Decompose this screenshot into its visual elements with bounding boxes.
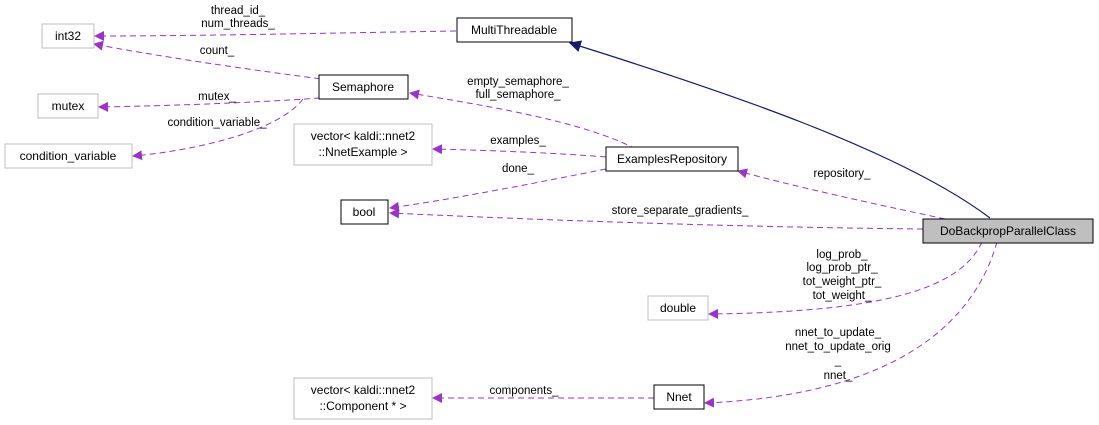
label-empty-semaphore: empty_semaphore_ [467,76,569,88]
label-examples: examples_ [490,135,546,147]
node-condition-variable: condition_variable [4,143,133,169]
edge-main-double [708,241,983,319]
node-vector-nnetexample-line1: vector< kaldi::nnet2 [311,129,416,143]
node-double: double [647,295,709,321]
label-full-semaphore: full_semaphore_ [475,89,561,101]
label-repository: repository_ [814,168,871,180]
edge-repository-semaphore [409,89,637,150]
node-examples-repository-label: ExamplesRepository [617,152,727,166]
node-double-label: double [660,301,696,315]
node-vector-nnetexample: vector< kaldi::nnet2 ::NnetExample > [293,123,433,166]
label-components: components_ [489,385,559,397]
edge-repository-bool [389,168,607,212]
node-multithreadable[interactable]: MultiThreadable [456,17,573,43]
node-mutex: mutex [37,93,99,119]
label-thread-id: thread_id_ [211,5,266,17]
label-nnet-to-update-orig: nnet_to_update_orig [785,341,891,353]
node-mutex-label: mutex [52,99,85,113]
node-vector-component: vector< kaldi::nnet2 ::Component * > [293,377,433,420]
label-count: count_ [200,45,235,57]
node-int32-label: int32 [55,29,81,43]
edge-labels: thread_id_ num_threads_ count_ mutex_ co… [167,5,890,397]
node-bool-label: bool [353,205,376,219]
label-log-prob-ptr: log_prob_ptr_ [807,262,879,274]
node-nnet-label: Nnet [666,390,692,404]
node-condition-variable-label: condition_variable [20,149,117,163]
nodes: int32 mutex condition_variable MultiThre… [4,17,1094,420]
label-condition-variable: condition_variable_ [167,117,267,129]
label-tot-weight: tot_weight_ [813,290,872,302]
node-nnet[interactable]: Nnet [653,384,705,410]
edge-main-nnet [704,241,998,408]
node-int32: int32 [41,23,95,49]
label-store-separate-gradients: store_separate_gradients_ [612,205,749,217]
node-do-backprop-parallel-class-label: DoBackpropParallelClass [940,224,1076,238]
label-log-prob: log_prob_ [816,249,868,261]
edge-semaphore-mutex [98,97,321,112]
node-examples-repository[interactable]: ExamplesRepository [605,146,739,172]
node-vector-component-line1: vector< kaldi::nnet2 [311,383,416,397]
label-nnet-to-update: nnet_to_update_ [795,327,882,339]
label-nnet: nnet_ [824,370,853,382]
edge-main-bool [389,208,924,230]
label-num-threads: num_threads_ [201,18,275,30]
node-multithreadable-label: MultiThreadable [471,23,557,37]
label-tot-weight-ptr: tot_weight_ptr_ [803,276,882,288]
edges [93,30,998,408]
node-semaphore[interactable]: Semaphore [318,74,409,100]
edge-semaphore-condvar [132,98,304,161]
edge-repository-vector-example [432,144,607,158]
label-underscore: _ [834,355,842,367]
node-bool: bool [340,199,389,225]
edge-semaphore-int32 [93,40,331,81]
edge-main-repository [737,168,946,220]
node-vector-component-line2: ::Component * > [319,399,406,413]
node-do-backprop-parallel-class[interactable]: DoBackpropParallelClass [922,218,1094,244]
edge-multithreadable-int32 [94,30,457,41]
node-vector-nnetexample-line2: ::NnetExample > [318,145,407,159]
label-mutex: mutex_ [198,91,236,103]
edge-inherits-multithreadable [568,40,991,219]
node-semaphore-label: Semaphore [332,80,394,94]
label-done: done_ [502,163,535,175]
